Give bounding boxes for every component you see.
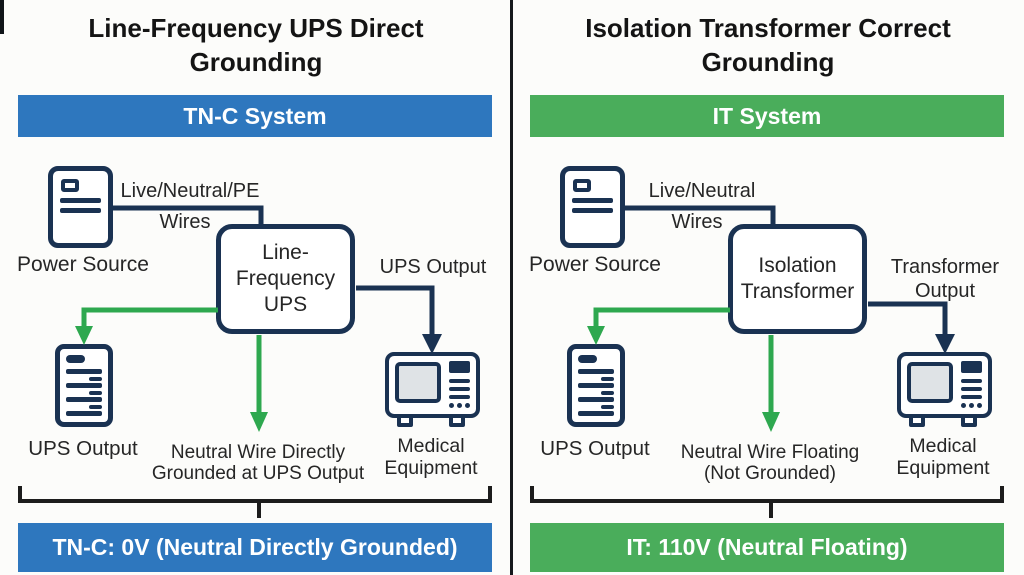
icon-line [578,397,614,402]
icon-line [601,376,614,381]
arrow-down-icon [250,412,268,432]
icon-chip [61,179,79,192]
neutral-wire-caption: Neutral Wire Floating (Not Grounded) [658,442,882,484]
icon-line [89,390,102,395]
panel-it-system: Isolation Transformer Correct Grounding … [512,0,1024,575]
wires-label-top: Live/Neutral [648,180,756,202]
result-banner: TN-C: 0V (Neutral Directly Grounded) [18,523,492,572]
equipment-label: Medical Equipment [896,435,990,479]
icon-line [66,397,102,402]
icon-line [578,383,614,388]
icon-line [449,379,470,383]
output-wire [868,301,948,336]
medical-monitor-icon [897,352,992,430]
arrow-down-icon [935,334,955,354]
icon-line [449,387,470,391]
ups-output-label: UPS Output [28,437,138,460]
icon-line [66,383,102,388]
icon-dot [465,403,470,408]
ups-output-icon [55,344,113,427]
icon-pill [66,355,85,363]
group-bracket [530,486,1004,503]
panel-divider [510,0,513,575]
icon-dot [961,403,966,408]
icon-dot [969,403,974,408]
result-banner: IT: 110V (Neutral Floating) [530,523,1004,572]
icon-tape [961,361,982,373]
output-wire-label: UPS Output [379,256,487,278]
panel-title: Isolation Transformer Correct Grounding [585,13,951,77]
icon-screen [907,362,953,403]
arrow-down-icon [75,326,93,345]
icon-line [961,387,982,391]
neutral-wire-caption: Neutral Wire Directly Grounded at UPS Ou… [146,442,370,484]
ups-output-wire [593,307,730,328]
icon-line [578,369,614,374]
icon-line [66,411,102,416]
system-banner: TN-C System [18,95,492,137]
icon-screen [395,362,441,403]
panel-title: Line-Frequency UPS Direct Grounding [88,13,424,77]
caption-line-1: Neutral Wire Directly [170,442,346,463]
ups-output-icon [567,344,625,427]
icon-bar [572,208,613,213]
output-wire [356,285,435,336]
icon-bar [60,198,101,203]
group-bracket [18,486,492,503]
icon-bar [60,208,101,213]
equipment-label: Medical Equipment [384,435,478,479]
icon-line [66,369,102,374]
icon-line [601,390,614,395]
icon-line [449,395,470,399]
icon-line [578,411,614,416]
caption-line-2: (Not Grounded) [703,463,836,484]
panel-tnc-system: Line-Frequency UPS Direct Grounding TN-C… [17,13,492,572]
icon-tape [449,361,470,373]
power-source-icon [560,166,625,248]
icon-line [601,404,614,409]
caption-line-2: Grounded at UPS Output [151,463,365,484]
power-source-label: Power Source [17,253,149,276]
ups-output-label: UPS Output [540,437,650,460]
icon-chip [573,179,591,192]
ups-box: Line-Frequency UPS [216,224,355,334]
caption-line-1: Neutral Wire Floating [680,442,860,463]
arrow-down-icon [762,412,780,432]
power-source-label: Power Source [529,253,661,276]
arrow-down-icon [587,326,605,345]
wires-label-top: Live/Neutral/PE [120,180,260,202]
icon-line [961,379,982,383]
frame-edge-artifact [0,0,4,34]
system-banner: IT System [530,95,1004,137]
icon-line [89,404,102,409]
isolation-transformer-box: Isolation Transformer [728,224,867,334]
icon-dot [977,403,982,408]
power-source-icon [48,166,113,248]
arrow-down-icon [422,334,442,354]
icon-dot [457,403,462,408]
icon-bar [572,198,613,203]
icon-dot [449,403,454,408]
icon-line [961,395,982,399]
icon-pill [578,355,597,363]
icon-line [89,376,102,381]
ups-output-wire [81,307,218,328]
medical-monitor-icon [385,352,480,430]
output-wire-label: Transformer Output [890,256,1000,302]
